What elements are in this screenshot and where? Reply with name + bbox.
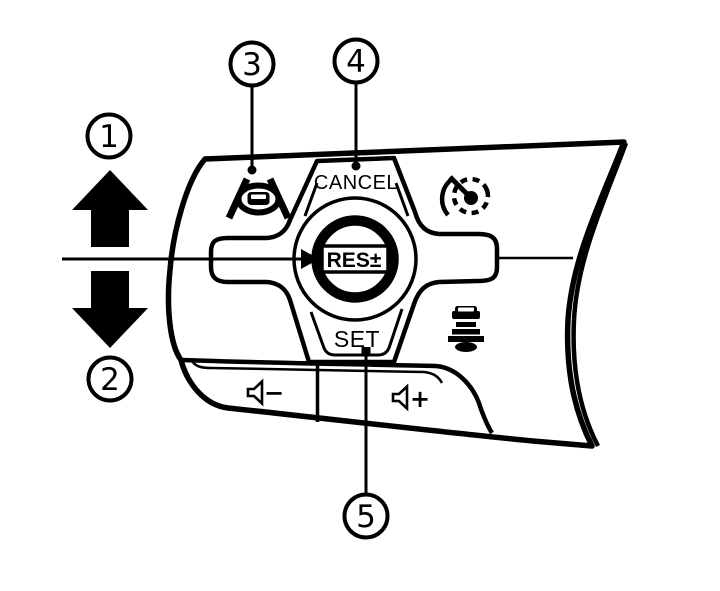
lane-assist-car-window (251, 194, 266, 199)
volume-down-button: − (246, 378, 284, 407)
distance-bar-3 (448, 336, 484, 342)
resume-switch-label: RES± (327, 249, 382, 272)
lane-assist-icon (225, 177, 292, 220)
callout-5: 5 (342, 347, 390, 540)
following-distance-icon (448, 306, 484, 352)
callout-4-dot (351, 161, 361, 171)
speedometer-icon (439, 175, 491, 217)
cluster-outline (208, 155, 500, 365)
distance-own-car (455, 342, 477, 352)
strip-top-edge (181, 357, 494, 435)
distance-bar-1 (456, 322, 476, 327)
up-arrow-icon (72, 170, 148, 247)
cancel-button-bevel-right (394, 182, 410, 217)
cruise-pad-cluster: CANCEL SET RES± (208, 155, 500, 365)
wheel-rim-inner-line (571, 142, 629, 448)
volume-down-sign: − (264, 379, 284, 407)
volume-up-button: + (391, 383, 430, 413)
set-button-outline (309, 308, 404, 357)
resume-switch-outline (320, 244, 390, 274)
callout-5-circle (342, 492, 390, 540)
callout-1: 1 (85, 112, 133, 160)
speedometer-side-arc (439, 177, 454, 217)
down-arrow-icon (72, 271, 148, 348)
panel-outline (165, 139, 627, 449)
callout-3-number: 3 (242, 47, 262, 83)
callout-4: 4 (332, 37, 380, 171)
callout-2: 2 (86, 355, 134, 403)
distance-car-window (458, 307, 474, 312)
callout-2-circle (86, 355, 134, 403)
speedometer-dial (451, 176, 491, 216)
volume-switch-strip: − + (181, 357, 494, 435)
callout-5-number: 5 (356, 499, 376, 535)
callout-2-number: 2 (100, 362, 120, 398)
distance-bar-2 (452, 329, 480, 335)
cancel-button-bevel-left (303, 182, 319, 217)
callout-3-dot (247, 165, 257, 175)
resume-pointer (62, 249, 319, 269)
speaker-minus-icon (246, 378, 264, 407)
callout-1-number: 1 (99, 119, 119, 155)
switch-panel (165, 139, 629, 449)
set-button-label: SET (334, 326, 380, 352)
callout-3: 3 (228, 40, 276, 175)
speaker-plus-icon (391, 383, 409, 412)
speedometer-needle (448, 175, 473, 200)
cancel-button-label: CANCEL (314, 172, 398, 194)
resume-pointer-arrowhead (301, 249, 319, 269)
callout-4-number: 4 (346, 44, 366, 80)
volume-up-sign: + (410, 385, 430, 413)
callout-1-circle (85, 112, 133, 160)
distance-car-body (452, 311, 480, 319)
callout-5-dot (361, 347, 371, 356)
